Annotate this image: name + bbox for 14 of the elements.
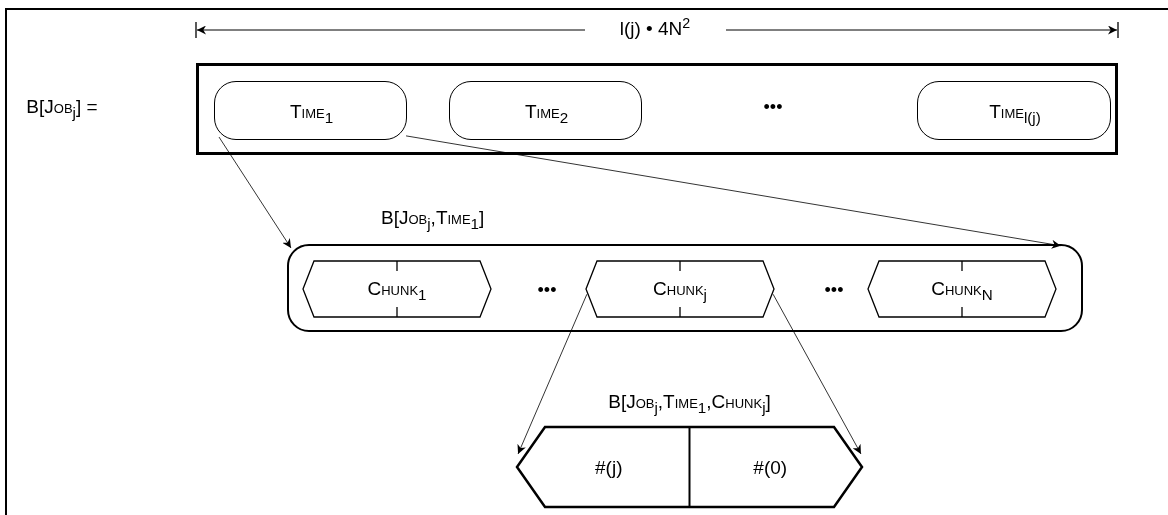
chunk-label: Chunk$_{N}$ <box>931 278 993 300</box>
rounded-box <box>214 81 407 140</box>
cell-value: #(0) <box>753 457 788 479</box>
ellipsis: ••• <box>537 279 557 301</box>
ellipsis: ••• <box>824 279 844 301</box>
field-label: Time$_{1}$ <box>289 100 334 123</box>
dimension-label: l(j) • 4N$^{2}$ <box>619 18 691 40</box>
field-label: Time$_{2}$ <box>524 100 569 123</box>
rounded-box <box>917 81 1111 140</box>
array-box <box>196 63 1118 155</box>
cell-value: #(j) <box>595 457 623 479</box>
rounded-box <box>449 81 642 140</box>
chunk-label: Chunk$_{1}$ <box>367 278 427 300</box>
ellipsis: ••• <box>763 96 783 118</box>
